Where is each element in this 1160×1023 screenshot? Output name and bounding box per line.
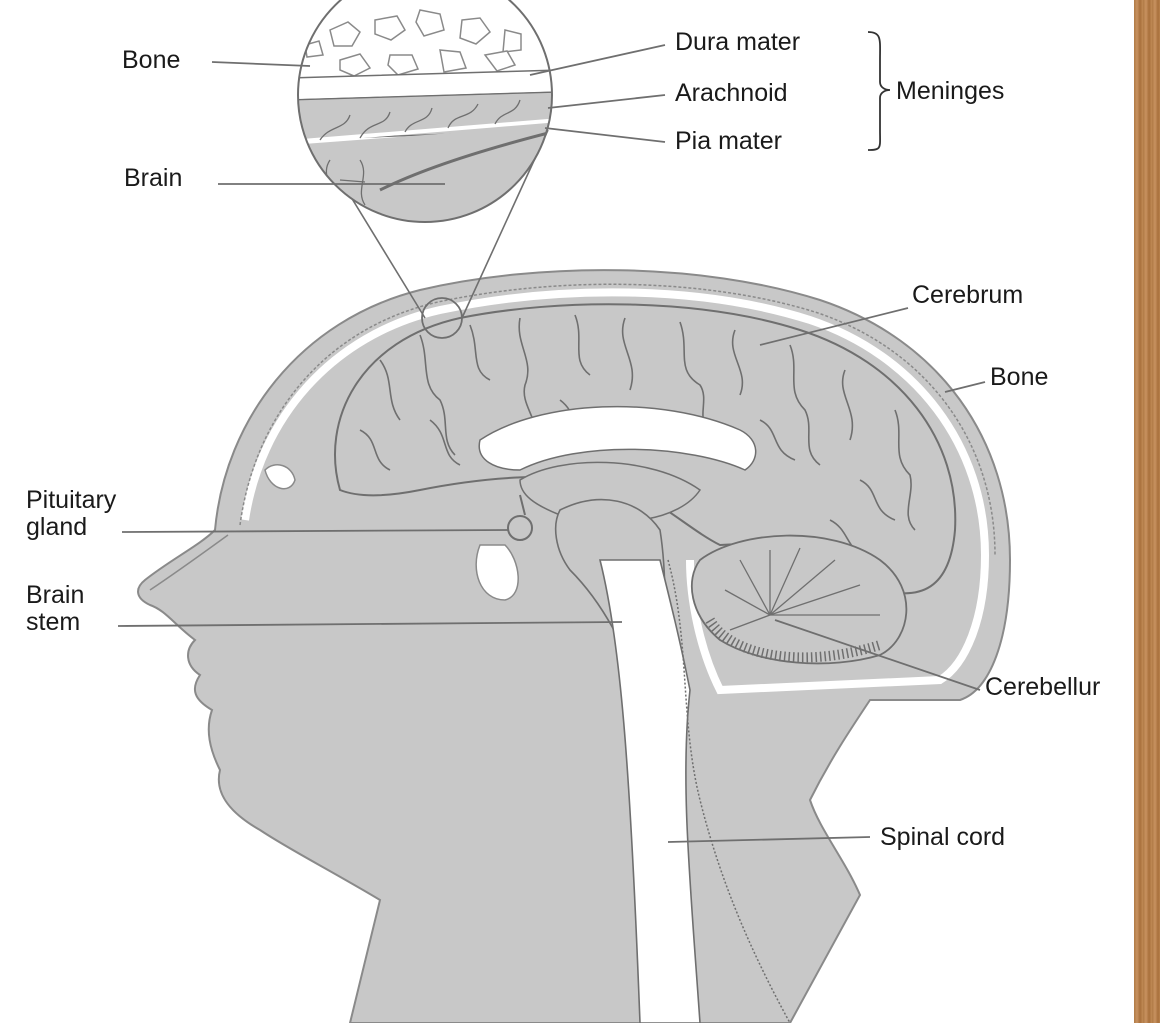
label-brain: Brain [124,164,182,192]
leader-dura [530,45,665,75]
label-bone-right: Bone [990,363,1048,391]
leader-bone-top [212,62,310,66]
label-arachnoid: Arachnoid [675,79,788,107]
label-dura-mater: Dura mater [675,28,800,56]
label-pituitary-line1: Pituitary [26,486,117,514]
label-meninges: Meninges [896,77,1004,105]
leader-arachnoid [548,95,665,108]
label-bone-top: Bone [122,46,180,74]
meninges-bracket [868,32,890,150]
label-pituitary-line2: gland [26,513,87,541]
label-cerebrum: Cerebrum [912,281,1023,309]
label-brain-stem-line2: stem [26,608,80,636]
leader-pia [545,128,665,142]
label-cerebellum: Cerebellur [985,673,1100,701]
pituitary-gland-body [508,516,532,540]
label-pia-mater: Pia mater [675,127,782,155]
label-spinal-cord: Spinal cord [880,823,1005,851]
label-brain-stem-line1: Brain [26,581,84,609]
